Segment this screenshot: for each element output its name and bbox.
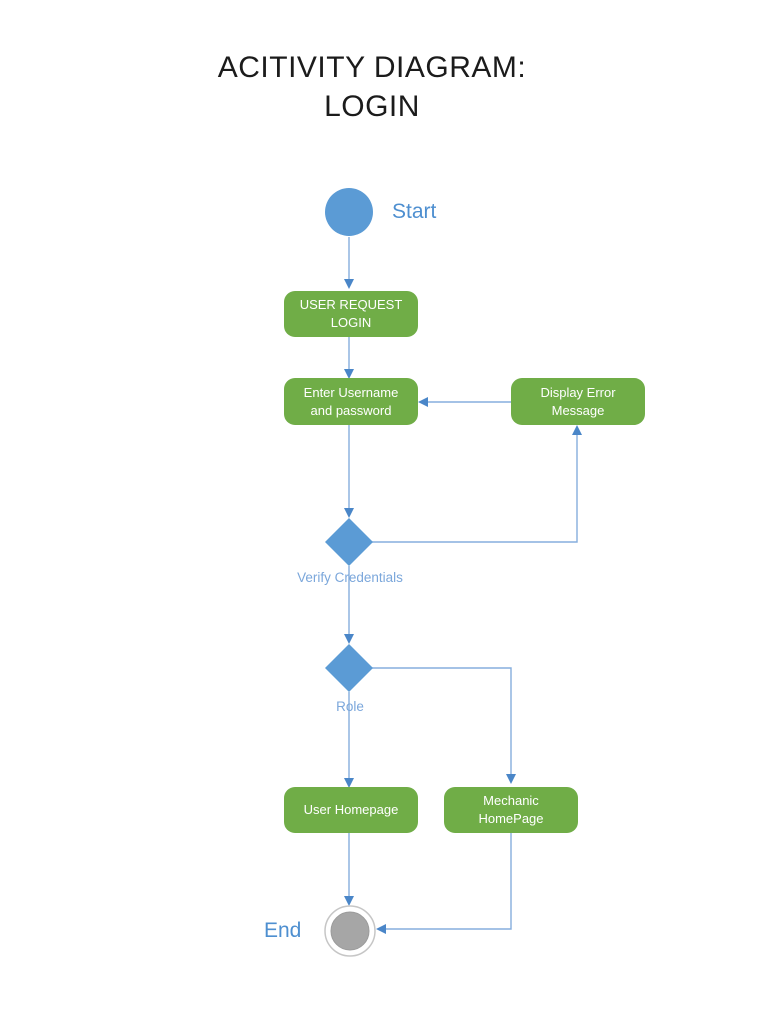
arrowhead-down-icon [344,369,354,379]
end-label: End [264,919,302,942]
connector-verify-to-error [372,435,578,543]
arrowhead-down-icon [344,508,354,518]
arrowhead-down-icon [506,774,516,784]
activity-display-error-message: Display Error Message [511,378,645,425]
arrowhead-left-icon [418,397,428,407]
start-label: Start [392,200,437,223]
decision-role-label: Role [336,699,364,714]
activity-label: Enter Username [303,384,399,400]
activity-enter-username-password: Enter Username and password [284,378,418,425]
decision-verify-credentials-diamond [325,518,373,566]
activity-user-homepage: User Homepage [284,787,418,833]
arrowhead-down-icon [344,279,354,289]
connector-mechanic-to-end [386,833,512,930]
arrowhead-down-icon [344,634,354,644]
activity-label: Display Error [540,384,616,400]
activity-label: HomePage [478,811,544,826]
end-node-inner-circle [330,911,370,951]
decision-verify-credentials-label: Verify Credentials [297,570,403,585]
activity-label: USER REQUEST [299,297,403,312]
activity-label: Message [551,402,605,418]
activity-label: and password [310,402,392,418]
activity-label: User Homepage [303,802,399,817]
connector-arrowheads [344,279,582,934]
arrowhead-down-icon [344,778,354,788]
page-title: ACITIVITY DIAGRAM: LOGIN [0,48,744,126]
connector-role-to-mechanic [372,667,512,774]
decision-role-diamond [325,644,373,692]
arrowhead-left-icon [376,924,386,934]
page-title-line1: ACITIVITY DIAGRAM: [217,51,527,84]
connector-lines [348,237,578,930]
activity-label: Mechanic [483,793,539,808]
page-title-line2: LOGIN [324,90,420,123]
arrowhead-up-icon [572,425,582,435]
activity-user-request-login: USER REQUEST LOGIN [284,291,418,337]
start-node-circle [325,188,373,236]
arrowhead-down-icon [344,896,354,906]
activity-mechanic-homepage: Mechanic HomePage [444,787,578,833]
activity-label: LOGIN [330,315,372,330]
